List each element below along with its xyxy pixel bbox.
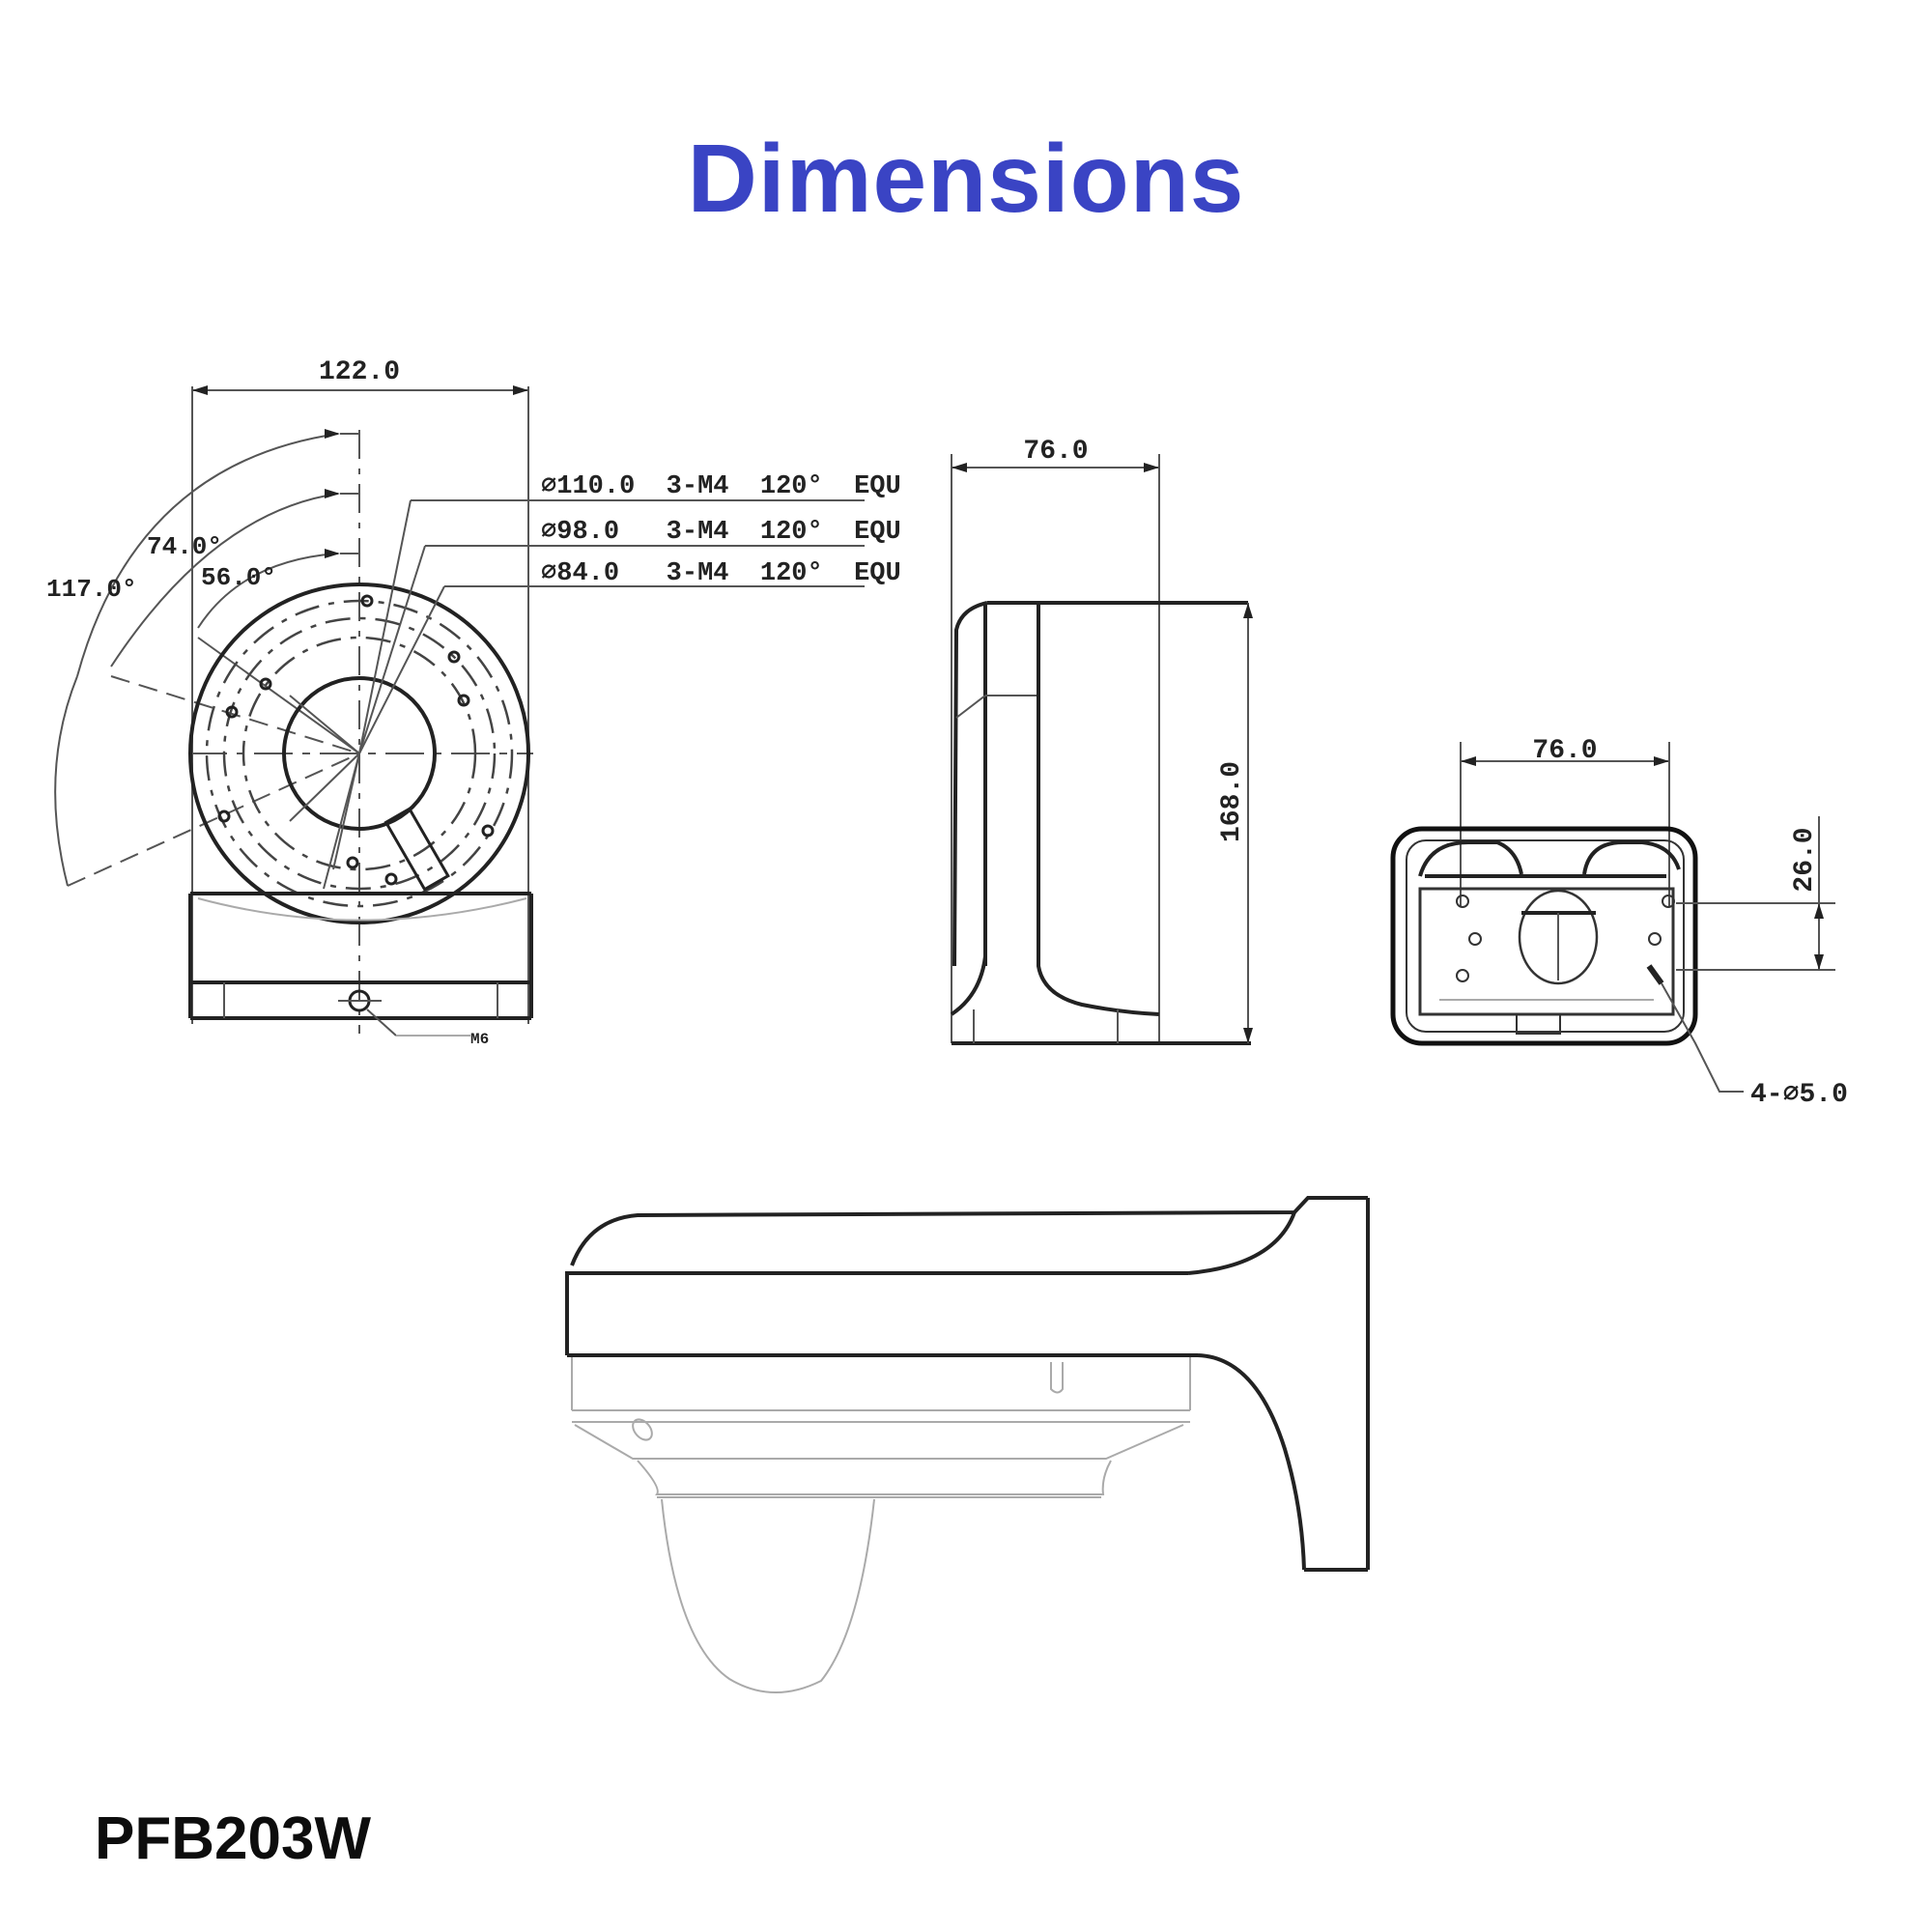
hole-callout-84: ∅84.0 3-M4 120° EQU bbox=[541, 559, 901, 588]
back-view: 76.0 26.0 4-∅5.0 bbox=[1390, 736, 1848, 1110]
thread-label: M6 bbox=[470, 1031, 489, 1048]
depth-dimension: 76.0 bbox=[1023, 437, 1088, 467]
model-number: PFB203W bbox=[95, 1805, 371, 1872]
front-view: 122.0 117.0° 74.0° 56.0° bbox=[46, 357, 901, 1048]
page-title: Dimensions bbox=[687, 125, 1245, 233]
bracket-perspective-view bbox=[565, 1196, 1370, 1693]
width-dimension: 122.0 bbox=[319, 357, 400, 387]
angle-74: 74.0° bbox=[147, 532, 222, 561]
hole-callout-98: ∅98.0 3-M4 120° EQU bbox=[541, 518, 901, 547]
hole-spacing-dimension: 76.0 bbox=[1532, 736, 1597, 766]
vertical-spacing-dimension: 26.0 bbox=[1790, 827, 1820, 892]
angle-117: 117.0° bbox=[46, 575, 137, 604]
hole-callout-110: ∅110.0 3-M4 120° EQU bbox=[541, 472, 901, 501]
side-view: 76.0 168.0 bbox=[950, 437, 1253, 1045]
holes-label: 4-∅5.0 bbox=[1750, 1080, 1848, 1110]
height-dimension: 168.0 bbox=[1217, 761, 1247, 842]
angle-56: 56.0° bbox=[201, 563, 276, 592]
